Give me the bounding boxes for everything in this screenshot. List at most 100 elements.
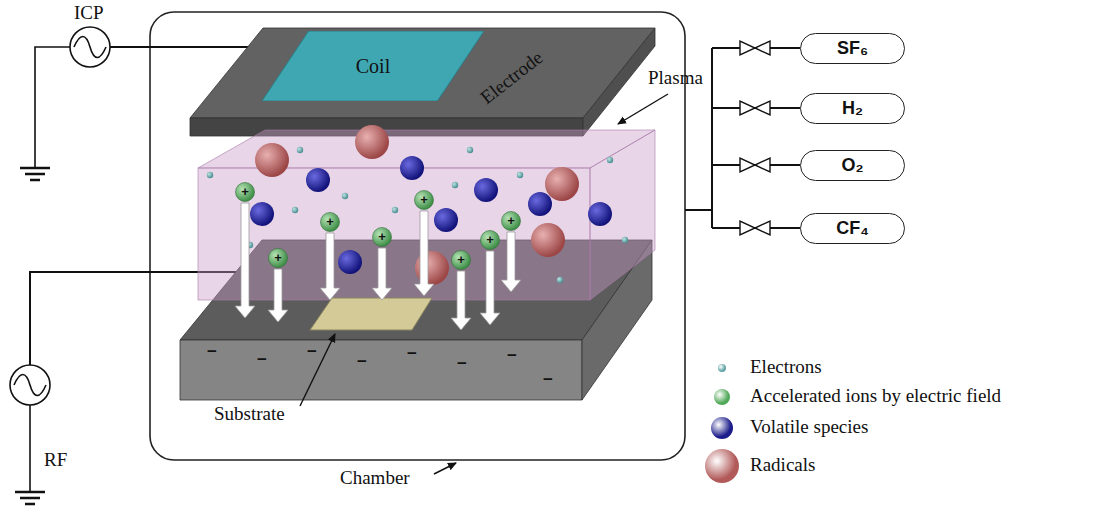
source-label: RF bbox=[44, 450, 67, 471]
accelerated-ion bbox=[236, 183, 255, 202]
charge-sign: + bbox=[457, 253, 465, 267]
ion-arrow bbox=[480, 251, 500, 325]
gas-cylinder: CF₄ bbox=[800, 213, 905, 244]
leader-arrow bbox=[618, 94, 668, 124]
accelerated-ion bbox=[415, 191, 434, 210]
charge-sign: + bbox=[378, 230, 386, 244]
plasma-region bbox=[198, 130, 655, 300]
electron bbox=[467, 147, 473, 153]
gas-cylinder: H₂ bbox=[800, 93, 905, 124]
leader-arrow bbox=[434, 463, 456, 474]
icp-source bbox=[20, 168, 50, 180]
valve-symbol bbox=[755, 101, 770, 115]
volatile-species bbox=[306, 168, 330, 192]
coil-plate: Coil bbox=[262, 31, 484, 101]
valve-symbol bbox=[755, 41, 770, 55]
bottom-electrode bbox=[180, 340, 582, 400]
electron bbox=[297, 147, 303, 153]
top-electrode bbox=[583, 28, 655, 136]
electron bbox=[292, 207, 298, 213]
radical bbox=[531, 223, 565, 257]
radical bbox=[355, 125, 389, 159]
gas-cylinder: SF₆ bbox=[800, 33, 905, 64]
part-label: Plasma bbox=[648, 68, 703, 89]
accelerated-ion bbox=[321, 213, 340, 232]
gas-lines bbox=[711, 48, 713, 228]
ion-arrow bbox=[235, 203, 255, 318]
ion-arrow bbox=[320, 233, 340, 300]
electron bbox=[452, 182, 458, 188]
coil-face bbox=[262, 31, 484, 101]
volatile-species bbox=[434, 208, 458, 232]
charge-sign: − bbox=[257, 351, 267, 370]
gas-label: O₂ bbox=[842, 155, 864, 176]
volatile-species bbox=[338, 250, 362, 274]
accelerated-ion bbox=[481, 231, 500, 250]
particles bbox=[207, 125, 628, 330]
valve-symbol bbox=[740, 41, 755, 55]
rf-source bbox=[14, 375, 46, 396]
rf-source bbox=[15, 492, 45, 504]
radical bbox=[255, 143, 289, 177]
charge-sign: − bbox=[207, 343, 217, 362]
icp-source bbox=[70, 27, 110, 67]
leader-arrow bbox=[300, 94, 668, 474]
part-label: Chamber bbox=[340, 468, 410, 489]
valve-symbol bbox=[755, 158, 770, 172]
valve-symbol bbox=[755, 221, 770, 235]
legend-text: Accelerated ions by electric field bbox=[750, 386, 1001, 407]
volatile-species bbox=[400, 156, 424, 180]
substrate bbox=[310, 298, 432, 330]
charge-sign: + bbox=[241, 185, 249, 199]
legend-swatch bbox=[711, 417, 733, 439]
gas-cylinder: O₂ bbox=[800, 150, 905, 181]
legend-swatch bbox=[714, 389, 730, 405]
electron bbox=[622, 237, 628, 243]
part-label: Substrate bbox=[214, 404, 285, 425]
electron bbox=[557, 277, 563, 283]
charge-sign: + bbox=[486, 233, 494, 247]
valve-symbol bbox=[740, 221, 755, 235]
legend-swatch bbox=[718, 364, 726, 372]
chamber-outline bbox=[150, 12, 685, 460]
electron bbox=[607, 157, 613, 163]
volatile-species bbox=[250, 202, 274, 226]
legend-swatch bbox=[705, 449, 739, 483]
gas-label: CF₄ bbox=[836, 218, 869, 239]
charge-sign: + bbox=[507, 214, 515, 228]
top-electrode bbox=[190, 28, 655, 118]
charge-sign: − bbox=[307, 343, 317, 362]
charge-sign: − bbox=[507, 347, 517, 366]
charge-sign: − bbox=[357, 353, 367, 372]
volatile-species bbox=[528, 192, 552, 216]
electron bbox=[207, 172, 213, 178]
ion-arrow bbox=[414, 211, 434, 296]
gas-lines bbox=[685, 209, 712, 211]
charge-sign: + bbox=[326, 215, 334, 229]
electron bbox=[342, 193, 348, 199]
charge-sign: + bbox=[274, 251, 282, 265]
plasma-region bbox=[198, 168, 590, 300]
ion-arrow bbox=[268, 269, 288, 322]
valve-symbol bbox=[740, 101, 755, 115]
source-label: ICP bbox=[74, 3, 104, 24]
gas-label: H₂ bbox=[842, 98, 863, 119]
rf-source bbox=[10, 365, 50, 405]
icp-source bbox=[74, 37, 106, 58]
electron bbox=[392, 207, 398, 213]
accelerated-ion bbox=[452, 251, 471, 270]
radical bbox=[545, 167, 579, 201]
accelerated-ion bbox=[502, 212, 521, 231]
volatile-species bbox=[588, 202, 612, 226]
ion-arrow bbox=[372, 248, 392, 300]
charge-sign: + bbox=[420, 193, 428, 207]
legend-text: Radicals bbox=[750, 455, 815, 476]
valve-symbol bbox=[740, 158, 755, 172]
volatile-species bbox=[474, 178, 498, 202]
accelerated-ion bbox=[269, 249, 288, 268]
top-electrode bbox=[190, 28, 655, 136]
gas-label: SF₆ bbox=[837, 38, 868, 59]
icp-source bbox=[35, 47, 70, 168]
legend-text: Volatile species bbox=[750, 417, 868, 438]
